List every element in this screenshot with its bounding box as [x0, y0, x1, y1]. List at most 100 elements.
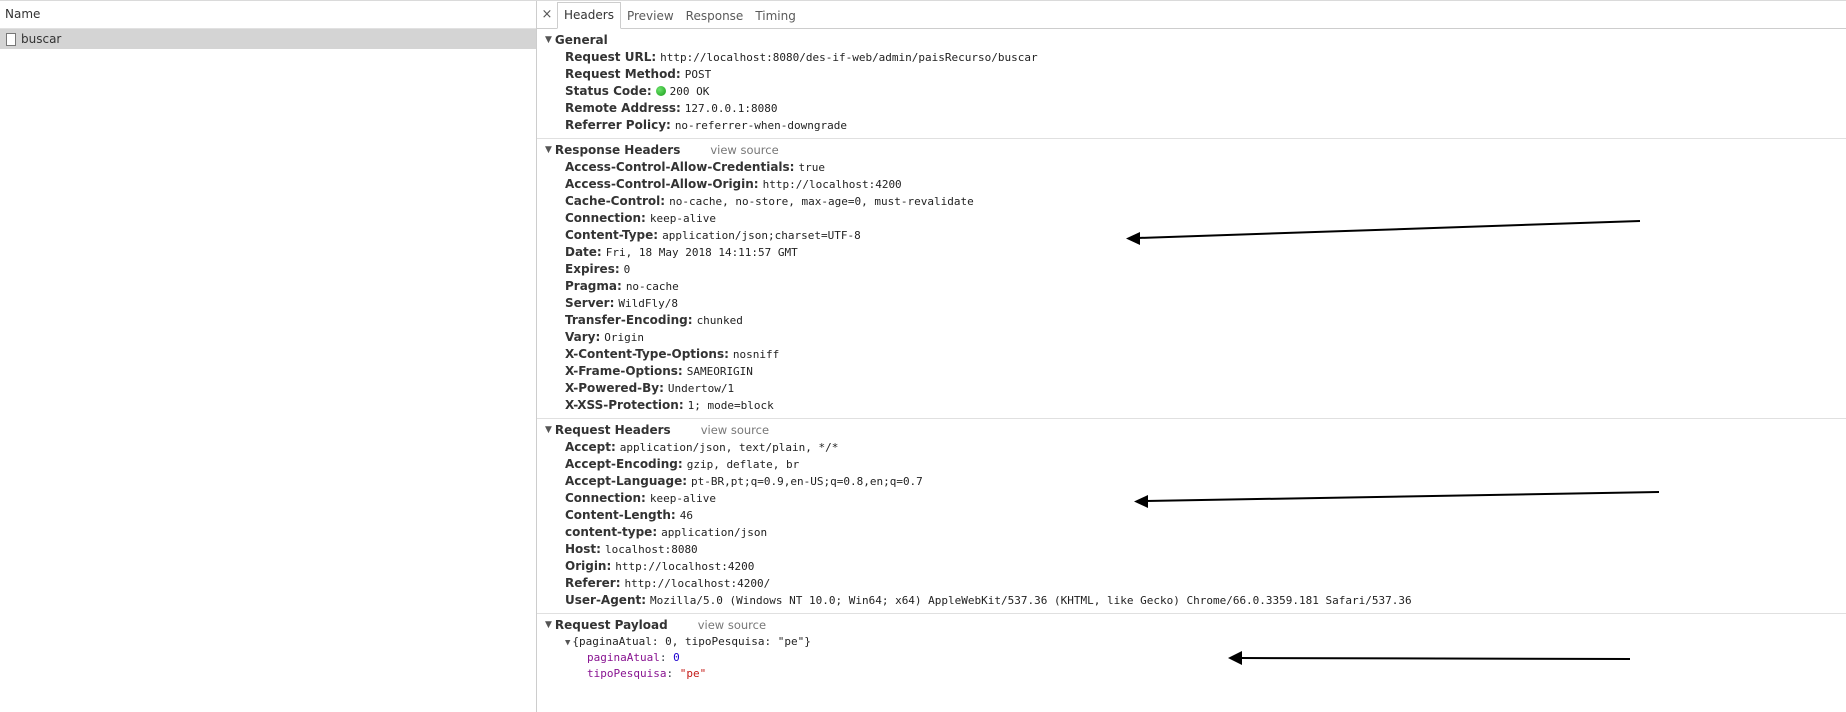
header-value: 46 — [679, 509, 693, 522]
header-row: Request Method:POST — [537, 66, 1846, 83]
header-row: X-Frame-Options:SAMEORIGIN — [537, 363, 1846, 380]
tab-timing[interactable]: Timing — [755, 9, 796, 23]
request-header-rows: Accept:application/json, text/plain, */*… — [537, 439, 1846, 609]
header-value: application/json, text/plain, */* — [619, 441, 839, 454]
tab-headers[interactable]: Headers — [557, 2, 621, 29]
header-name: Referer: — [565, 576, 621, 590]
header-value: Undertow/1 — [667, 382, 735, 395]
header-name: Pragma: — [565, 279, 622, 293]
header-name: X-Content-Type-Options: — [565, 347, 729, 361]
header-value: WildFly/8 — [618, 297, 678, 310]
header-row: X-XSS-Protection:1; mode=block — [537, 397, 1846, 414]
payload-separator: : — [659, 651, 674, 664]
header-value: http://localhost:8080/des-if-web/admin/p… — [660, 51, 1038, 64]
header-row: Expires:0 — [537, 261, 1846, 278]
header-value: http://localhost:4200/ — [624, 577, 771, 590]
header-name: Content-Type: — [565, 228, 659, 242]
header-name: Connection: — [565, 491, 646, 505]
name-column-header[interactable]: Name — [0, 1, 536, 29]
header-row: Accept-Encoding:gzip, deflate, br — [537, 456, 1846, 473]
header-value: keep-alive — [649, 492, 717, 505]
header-value: no-cache, no-store, max-age=0, must-reva… — [669, 195, 974, 208]
request-headers-section: ▼ Request Headers view source Accept:app… — [537, 419, 1846, 614]
status-ok-dot-icon — [655, 86, 666, 96]
header-name: Origin: — [565, 559, 612, 573]
header-name: Request URL: — [565, 50, 657, 64]
header-value: POST — [684, 68, 712, 81]
response-headers-toggle[interactable]: ▼ Response Headers view source — [537, 142, 1846, 159]
header-name: Accept-Language: — [565, 474, 688, 488]
request-headers-toggle[interactable]: ▼ Request Headers view source — [537, 422, 1846, 439]
header-value: keep-alive — [649, 212, 717, 225]
request-payload-section: ▼ Request Payload view source ▼{paginaAt… — [537, 614, 1846, 686]
request-name: buscar — [21, 32, 62, 46]
section-title: Request Payload — [554, 618, 668, 632]
triangle-down-icon: ▼ — [545, 35, 552, 45]
header-name: X-XSS-Protection: — [565, 398, 684, 412]
close-icon[interactable]: × — [541, 7, 553, 22]
header-name: Remote Address: — [565, 101, 681, 115]
header-value: http://localhost:4200 — [762, 178, 902, 191]
payload-summary: {paginaAtual: 0, tipoPesquisa: "pe"} — [572, 635, 811, 648]
payload-key: tipoPesquisa — [587, 667, 667, 680]
header-value: pt-BR,pt;q=0.9,en-US;q=0.8,en;q=0.7 — [691, 475, 923, 488]
header-value: 1; mode=block — [687, 399, 774, 412]
request-row-buscar[interactable]: buscar — [0, 29, 536, 49]
view-source-link[interactable]: view source — [697, 618, 767, 632]
general-section: ▼ General Request URL:http://localhost:8… — [537, 29, 1846, 139]
header-name: Cache-Control: — [565, 194, 666, 208]
header-name: Access-Control-Allow-Origin: — [565, 177, 759, 191]
document-icon — [6, 32, 16, 46]
header-value: 200 OK — [669, 85, 710, 98]
header-name: Request Method: — [565, 67, 681, 81]
header-row: content-type:application/json — [537, 524, 1846, 541]
header-value: Fri, 18 May 2018 14:11:57 GMT — [605, 246, 798, 259]
view-source-link[interactable]: view source — [700, 423, 770, 437]
header-row: Transfer-Encoding:chunked — [537, 312, 1846, 329]
header-row: Content-Length:46 — [537, 507, 1846, 524]
request-detail-pane: × Headers Preview Response Timing ▼ Gene… — [537, 1, 1846, 712]
header-value: nosniff — [732, 348, 780, 361]
header-row: Referrer Policy:no-referrer-when-downgra… — [537, 117, 1846, 134]
header-value: no-cache — [625, 280, 679, 293]
header-row: Request URL:http://localhost:8080/des-if… — [537, 49, 1846, 66]
header-name: Accept: — [565, 440, 616, 454]
header-name: Content-Length: — [565, 508, 676, 522]
header-row: X-Powered-By:Undertow/1 — [537, 380, 1846, 397]
view-source-link[interactable]: view source — [710, 143, 779, 157]
header-value: http://localhost:4200 — [615, 560, 755, 573]
header-row: Access-Control-Allow-Credentials:true — [537, 159, 1846, 176]
section-title: Request Headers — [554, 423, 671, 437]
payload-property: paginaAtual: 0 — [565, 650, 1846, 666]
tab-response[interactable]: Response — [685, 9, 744, 23]
top-border — [0, 0, 1846, 1]
header-row: Vary:Origin — [537, 329, 1846, 346]
header-row: Access-Control-Allow-Origin:http://local… — [537, 176, 1846, 193]
header-value: localhost:8080 — [604, 543, 698, 556]
header-row: Pragma:no-cache — [537, 278, 1846, 295]
header-row: Origin:http://localhost:4200 — [537, 558, 1846, 575]
payload-separator: : — [666, 667, 680, 680]
header-name: Transfer-Encoding: — [565, 313, 693, 327]
header-row: Cache-Control:no-cache, no-store, max-ag… — [537, 193, 1846, 210]
header-row: X-Content-Type-Options:nosniff — [537, 346, 1846, 363]
header-value: Origin — [604, 331, 645, 344]
header-row: Referer:http://localhost:4200/ — [537, 575, 1846, 592]
header-name: X-Frame-Options: — [565, 364, 683, 378]
payload-object-toggle[interactable]: ▼{paginaAtual: 0, tipoPesquisa: "pe"} — [565, 634, 1846, 650]
header-row: Connection:keep-alive — [537, 490, 1846, 507]
header-row: Accept-Language:pt-BR,pt;q=0.9,en-US;q=0… — [537, 473, 1846, 490]
tab-preview[interactable]: Preview — [626, 9, 674, 23]
header-value: 0 — [623, 263, 631, 276]
header-value: gzip, deflate, br — [686, 458, 800, 471]
general-section-toggle[interactable]: ▼ General — [537, 32, 1846, 49]
header-name: Access-Control-Allow-Credentials: — [565, 160, 795, 174]
header-value: 127.0.0.1:8080 — [684, 102, 778, 115]
header-name: User-Agent: — [565, 593, 647, 607]
request-list-pane: Name buscar — [0, 1, 537, 712]
payload-key: paginaAtual — [587, 651, 660, 664]
triangle-down-icon: ▼ — [565, 638, 571, 648]
header-name: Expires: — [565, 262, 620, 276]
header-row: Accept:application/json, text/plain, */* — [537, 439, 1846, 456]
request-payload-toggle[interactable]: ▼ Request Payload view source — [537, 617, 1846, 634]
